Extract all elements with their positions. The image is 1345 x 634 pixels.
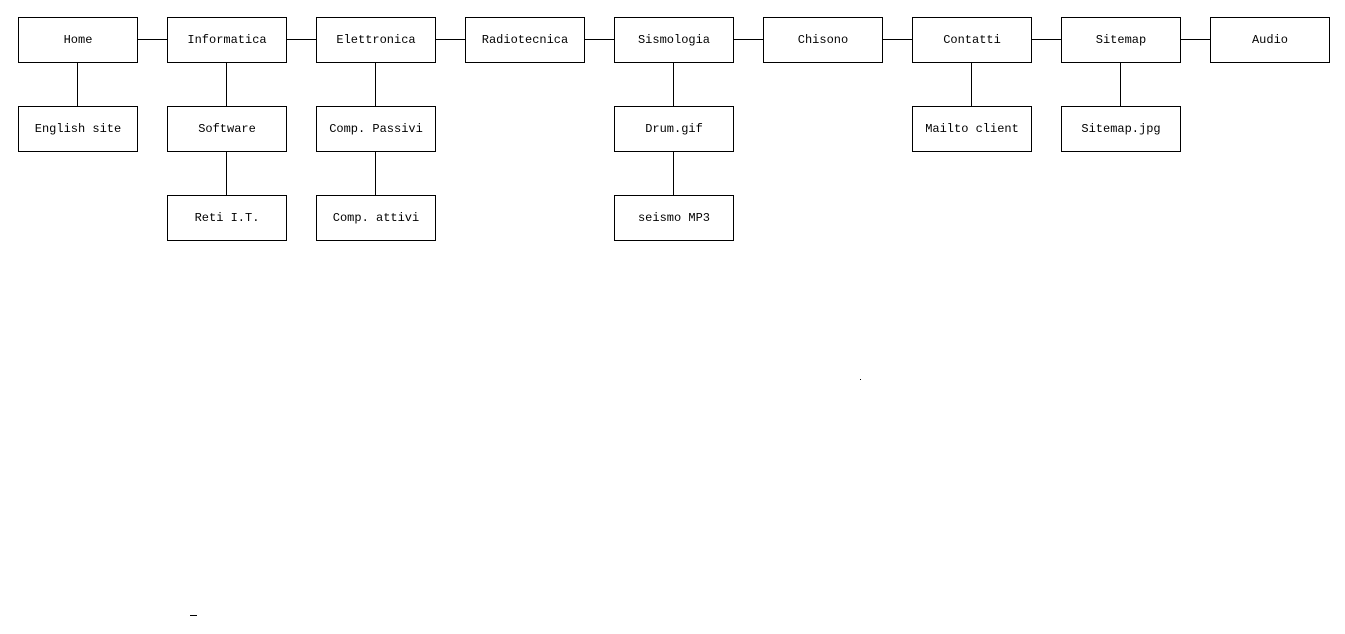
connector-vertical (375, 62, 376, 107)
connector-vertical (77, 62, 78, 107)
connector-vertical (375, 151, 376, 196)
connector-horizontal (435, 39, 466, 40)
node-comp-attivi[interactable]: Comp. attivi (316, 195, 436, 241)
node-radiotecnica[interactable]: Radiotecnica (465, 17, 585, 63)
node-seismo-mp3[interactable]: seismo MP3 (614, 195, 734, 241)
node-software[interactable]: Software (167, 106, 287, 152)
node-audio[interactable]: Audio (1210, 17, 1330, 63)
connector-horizontal (1180, 39, 1211, 40)
connector-horizontal (1031, 39, 1062, 40)
node-contatti[interactable]: Contatti (912, 17, 1032, 63)
connector-vertical (971, 62, 972, 107)
node-chisono[interactable]: Chisono (763, 17, 883, 63)
connector-vertical (673, 62, 674, 107)
node-reti-it[interactable]: Reti I.T. (167, 195, 287, 241)
connector-vertical (673, 151, 674, 196)
stray-dot-mark (860, 379, 861, 380)
node-sitemap-jpg[interactable]: Sitemap.jpg (1061, 106, 1181, 152)
node-english-site[interactable]: English site (18, 106, 138, 152)
node-drum-gif[interactable]: Drum.gif (614, 106, 734, 152)
connector-horizontal (584, 39, 615, 40)
connector-vertical (226, 62, 227, 107)
node-elettronica[interactable]: Elettronica (316, 17, 436, 63)
connector-horizontal (137, 39, 168, 40)
connector-horizontal (286, 39, 317, 40)
connector-horizontal (882, 39, 913, 40)
connector-vertical (1120, 62, 1121, 107)
connector-vertical (226, 151, 227, 196)
node-sitemap[interactable]: Sitemap (1061, 17, 1181, 63)
connector-horizontal (733, 39, 764, 40)
node-comp-passivi[interactable]: Comp. Passivi (316, 106, 436, 152)
node-home[interactable]: Home (18, 17, 138, 63)
node-mailto-client[interactable]: Mailto client (912, 106, 1032, 152)
node-informatica[interactable]: Informatica (167, 17, 287, 63)
node-sismologia[interactable]: Sismologia (614, 17, 734, 63)
stray-dash-mark (190, 615, 197, 616)
